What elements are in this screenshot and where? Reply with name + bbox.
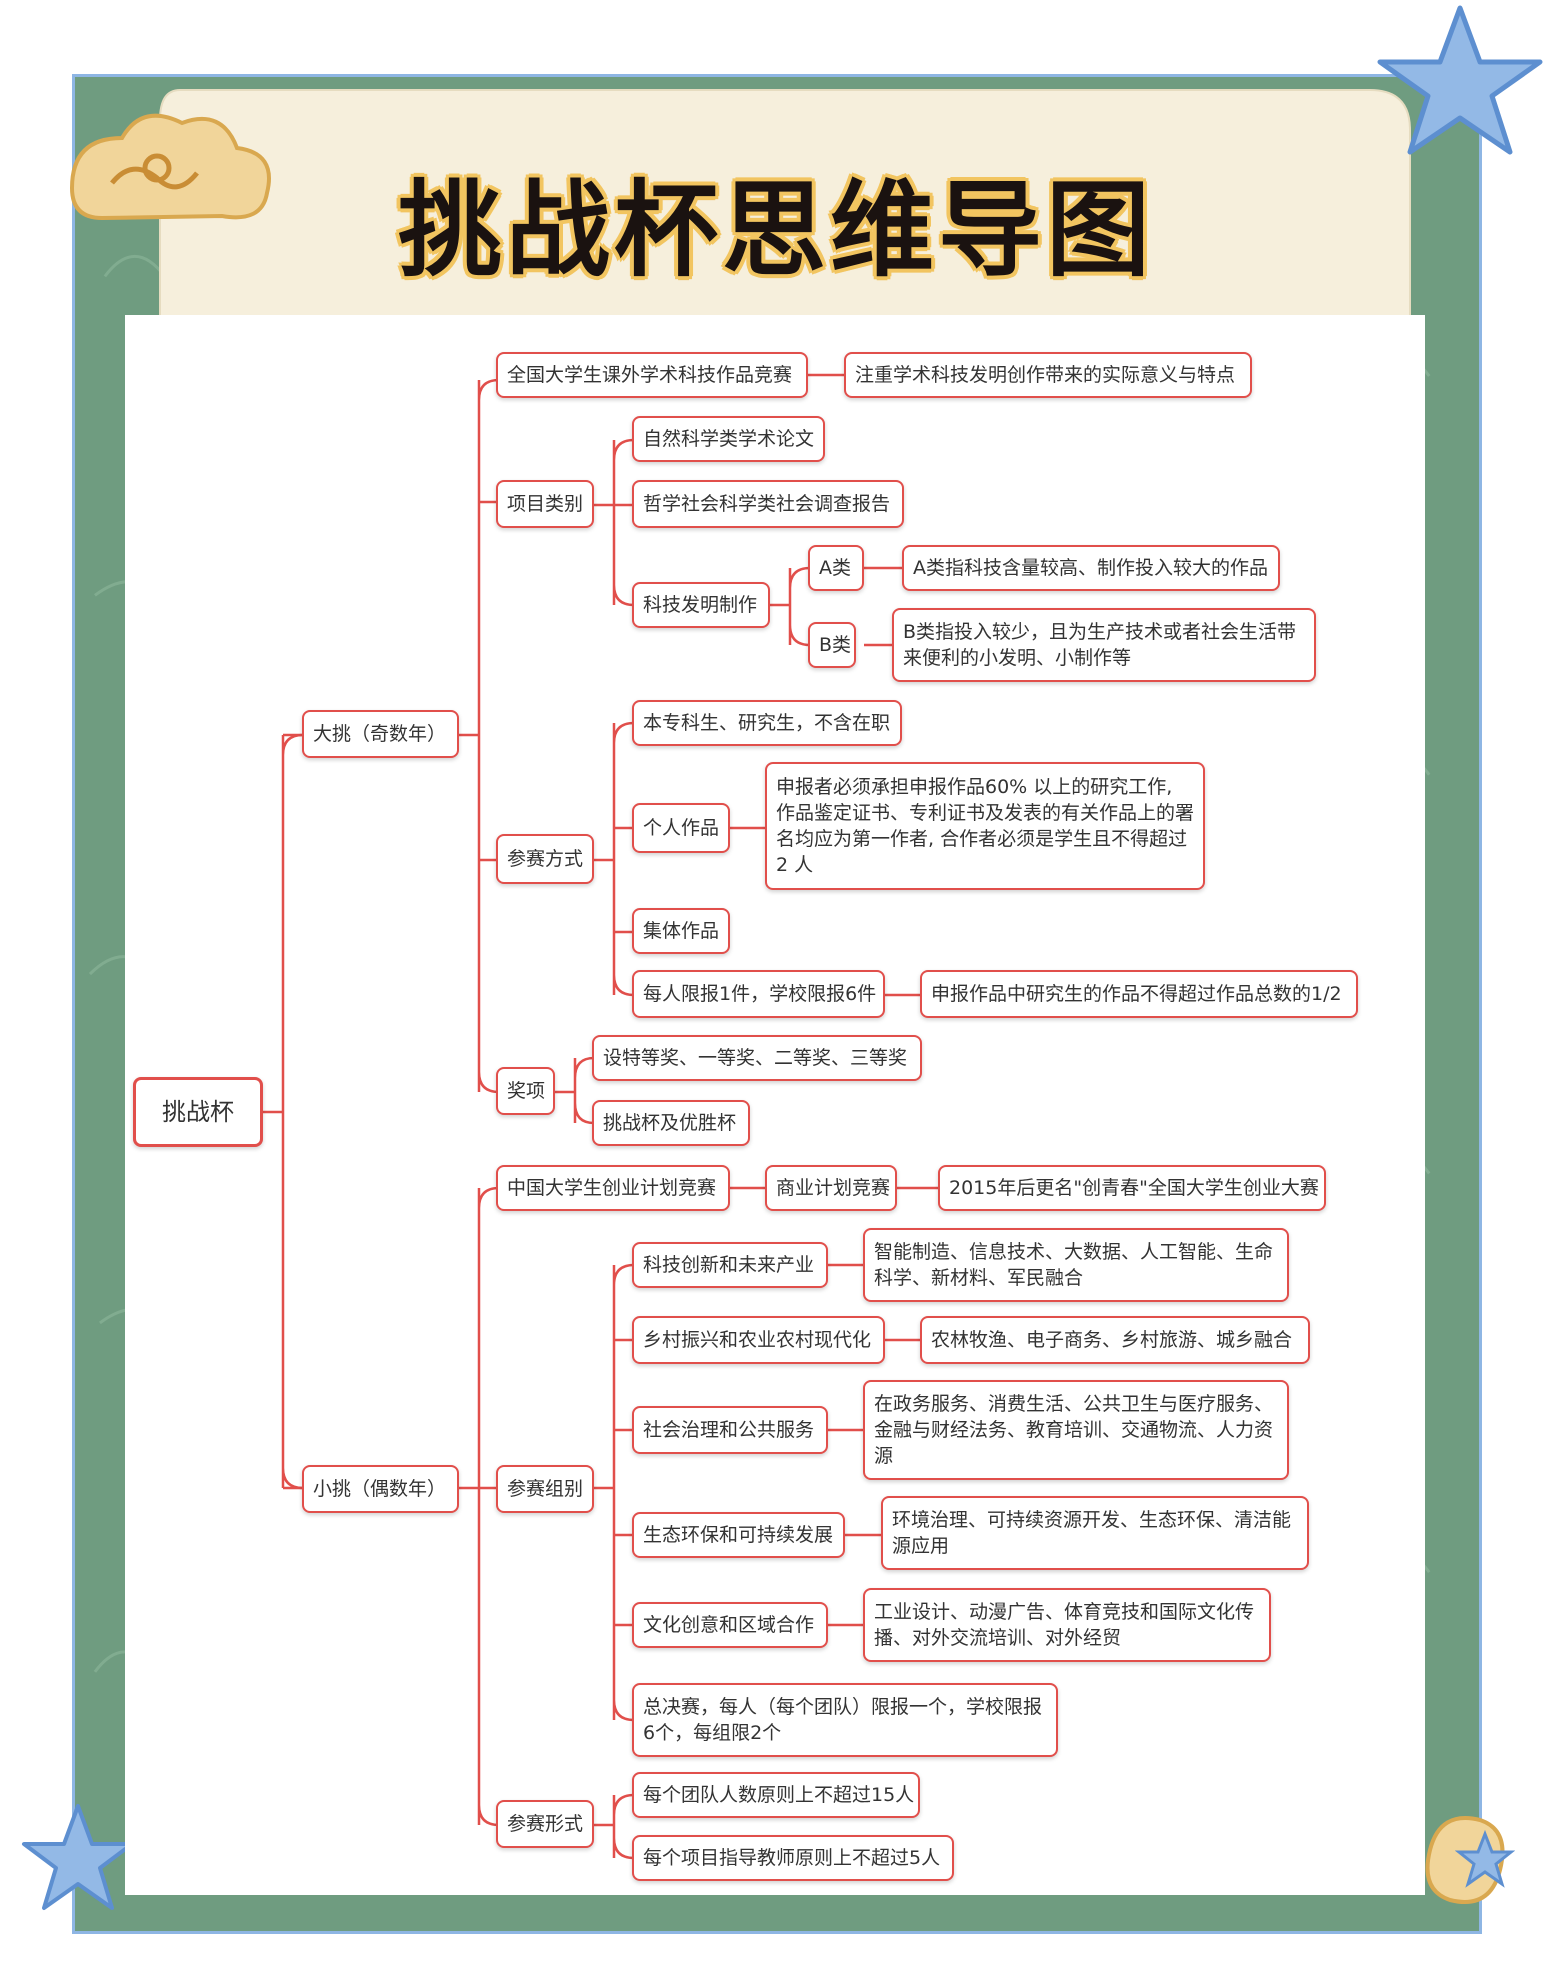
node-individual-work[interactable]: 个人作品 [632,803,730,853]
node-award-cups[interactable]: 挑战杯及优胜杯 [592,1100,750,1146]
node-project-categories[interactable]: 项目类别 [496,480,594,528]
node-eligibility[interactable]: 本专科生、研究生，不含在职 [632,700,902,746]
node-group-rural-note[interactable]: 农林牧渔、电子商务、乡村旅游、城乡融合 [920,1316,1310,1364]
title-banner [159,89,1411,320]
node-competition-groups[interactable]: 参赛组别 [496,1465,594,1513]
star-decoration-top [1377,5,1543,155]
golden-cloud-ornament [69,113,271,221]
node-group-ecology[interactable]: 生态环保和可持续发展 [632,1512,845,1558]
node-tech-invention[interactable]: 科技发明制作 [632,582,770,628]
node-participation-method[interactable]: 参赛方式 [496,834,594,884]
node-renaming-note[interactable]: 2015年后更名"创青春"全国大学生创业大赛 [938,1165,1326,1211]
node-group-ecology-note[interactable]: 环境治理、可持续资源开发、生态环保、清洁能源应用 [881,1496,1309,1570]
node-category-a[interactable]: A类 [808,545,864,591]
node-startup-competition[interactable]: 中国大学生创业计划竞赛 [496,1165,730,1211]
node-academic-competition[interactable]: 全国大学生课外学术科技作品竞赛 [496,352,808,398]
node-submission-limit[interactable]: 每人限报1件，学校限报6件 [632,970,885,1018]
node-competition-format[interactable]: 参赛形式 [496,1800,594,1848]
node-award-levels[interactable]: 设特等奖、一等奖、二等奖、三等奖 [592,1035,922,1081]
node-natural-science-paper[interactable]: 自然科学类学术论文 [632,416,825,462]
node-group-rural[interactable]: 乡村振兴和农业农村现代化 [632,1316,885,1364]
node-group-tech-innovation-note[interactable]: 智能制造、信息技术、大数据、人工智能、生命科学、新材料、军民融合 [863,1228,1289,1302]
star-decoration-bottom-right [1455,1830,1515,1888]
node-da-tiao[interactable]: 大挑（奇数年） [302,710,459,758]
node-academic-competition-note[interactable]: 注重学术科技发明创作带来的实际意义与特点 [844,352,1252,398]
node-group-culture-note[interactable]: 工业设计、动漫广告、体育竞技和国际文化传播、对外交流培训、对外经贸 [863,1588,1271,1662]
star-decoration-bottom-left [22,1804,134,1910]
node-group-tech-innovation[interactable]: 科技创新和未来产业 [632,1242,828,1288]
node-category-a-note[interactable]: A类指科技含量较高、制作投入较大的作品 [902,545,1280,591]
node-submission-limit-note[interactable]: 申报作品中研究生的作品不得超过作品总数的1/2 [920,970,1358,1018]
node-advisor-limit[interactable]: 每个项目指导教师原则上不超过5人 [632,1835,954,1881]
node-social-survey-report[interactable]: 哲学社会科学类社会调查报告 [632,480,904,528]
node-awards[interactable]: 奖项 [496,1067,555,1115]
node-finals-limit[interactable]: 总决赛，每人（每个团队）限报一个，学校限报6个，每组限2个 [632,1683,1058,1757]
node-group-social-governance-note[interactable]: 在政务服务、消费生活、公共卫生与医疗服务、金融与财经法务、教育培训、交通物流、人… [863,1380,1289,1480]
node-team-size[interactable]: 每个团队人数原则上不超过15人 [632,1772,920,1818]
node-group-social-governance[interactable]: 社会治理和公共服务 [632,1406,828,1454]
node-xiao-tiao[interactable]: 小挑（偶数年） [302,1465,459,1513]
node-group-culture[interactable]: 文化创意和区域合作 [632,1602,828,1648]
node-category-b[interactable]: B类 [808,622,856,668]
node-collective-work[interactable]: 集体作品 [632,908,730,954]
node-business-plan[interactable]: 商业计划竞赛 [765,1165,897,1211]
page-title: 挑战杯思维导图 [397,169,1154,291]
node-category-b-note[interactable]: B类指投入较少，且为生产技术或者社会生活带来便利的小发明、小制作等 [892,608,1316,682]
mindmap-root[interactable]: 挑战杯 [133,1077,263,1147]
node-individual-work-note[interactable]: 申报者必须承担申报作品60% 以上的研究工作, 作品鉴定证书、专利证书及发表的有… [765,762,1205,890]
